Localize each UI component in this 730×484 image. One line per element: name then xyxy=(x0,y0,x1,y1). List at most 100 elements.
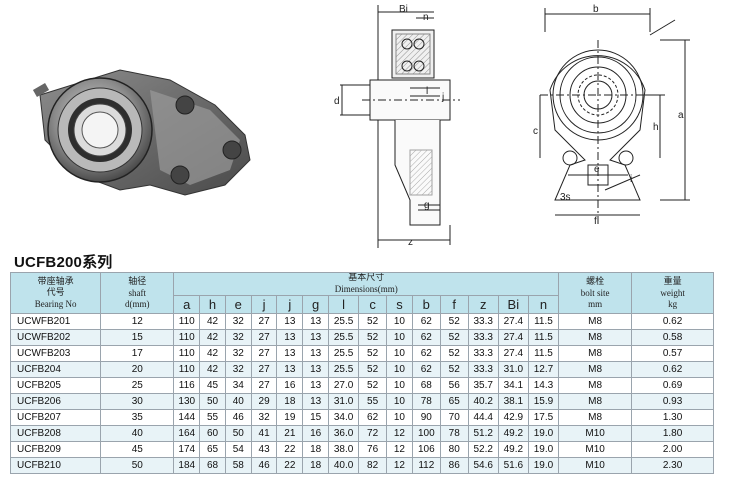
drawing-area: Bi n d l j g z xyxy=(32,4,690,248)
cell-bearing-no: UCFB209 xyxy=(9,441,102,458)
header-dim-col: b xyxy=(411,295,441,314)
cell-dimension: 16 xyxy=(302,425,330,442)
cell-dimension: 51.6 xyxy=(497,457,529,474)
cell-dimension: 51.2 xyxy=(467,425,499,442)
cell-dimension: 12 xyxy=(386,457,413,474)
label-z: z xyxy=(408,237,413,248)
cell-dimension: 45 xyxy=(199,377,226,394)
cell-weight: 0.58 xyxy=(631,329,714,346)
cell-dimension: 22 xyxy=(276,457,304,474)
cell-dimension: 50 xyxy=(199,393,226,410)
cell-dimension: 27 xyxy=(250,377,278,394)
front-view-drawing: b a c h e f 3s i xyxy=(533,4,690,227)
series-title: UCFB200系列 xyxy=(14,254,113,271)
cell-dimension: 65 xyxy=(199,441,226,458)
header-bearing-no: 带座轴承 代号 Bearing No xyxy=(9,272,102,314)
cell-dimension: 65 xyxy=(439,393,469,410)
cell-weight: 1.80 xyxy=(631,425,714,442)
cell-dimension: 31.0 xyxy=(328,393,360,410)
technical-drawing: Bi n d l j g z xyxy=(32,4,690,248)
cell-bearing-no: UCWFB203 xyxy=(9,345,102,362)
header-dim-col: g xyxy=(302,295,330,314)
header-dim-col: Bi xyxy=(497,295,529,314)
cell-dimension: 19.0 xyxy=(527,457,560,474)
cell-dimension: 76 xyxy=(358,441,388,458)
cell-dimension: 52 xyxy=(358,377,388,394)
cell-bearing-no: UCFB208 xyxy=(9,425,102,442)
cell-dimension: 32 xyxy=(224,313,252,330)
header-dim-col: j xyxy=(250,295,278,314)
cell-dimension: 56 xyxy=(439,377,469,394)
header-weight-en2: kg xyxy=(668,298,678,309)
cell-dimension: 27.4 xyxy=(497,313,529,330)
header-dim-col: j xyxy=(276,295,304,314)
header-shaft-cn: 轴径 xyxy=(128,276,147,287)
cell-dimension: 32 xyxy=(224,329,252,346)
cell-bolt: M10 xyxy=(558,441,633,458)
cell-dimension: 13 xyxy=(302,345,330,362)
cell-shaft: 30 xyxy=(100,393,175,410)
cell-dimension: 10 xyxy=(386,409,413,426)
cell-dimension: 13 xyxy=(276,345,304,362)
cell-dimension: 25.5 xyxy=(328,361,360,378)
cell-dimension: 32 xyxy=(224,345,252,362)
cell-bolt: M8 xyxy=(558,377,633,394)
cell-dimension: 52 xyxy=(358,329,388,346)
cell-dimension: 55 xyxy=(358,393,388,410)
cell-dimension: 33.3 xyxy=(467,361,499,378)
cell-dimension: 82 xyxy=(358,457,388,474)
label-3s: 3s xyxy=(560,192,571,203)
cell-shaft: 20 xyxy=(100,361,175,378)
cell-dimension: 13 xyxy=(276,329,304,346)
cell-shaft: 50 xyxy=(100,457,175,474)
cell-dimension: 38.1 xyxy=(497,393,529,410)
cell-dimension: 27.4 xyxy=(497,329,529,346)
cell-dimension: 12 xyxy=(386,425,413,442)
cell-dimension: 50 xyxy=(224,425,252,442)
cell-dimension: 49.2 xyxy=(497,425,529,442)
label-g: g xyxy=(424,200,430,211)
cell-dimension: 68 xyxy=(199,457,226,474)
cell-dimension: 10 xyxy=(386,377,413,394)
header-dimensions: 基本尺寸 Dimensions(mm) xyxy=(173,272,560,296)
cell-bolt: M8 xyxy=(558,361,633,378)
cell-weight: 0.62 xyxy=(631,313,714,330)
cell-dimension: 13 xyxy=(302,329,330,346)
header-bearing-no-cn1: 带座轴承 xyxy=(37,276,74,287)
cell-dimension: 14.3 xyxy=(527,377,560,394)
cell-dimension: 42 xyxy=(199,361,226,378)
header-dim-col: h xyxy=(199,295,226,314)
header-dim-col: a xyxy=(173,295,201,314)
cell-shaft: 12 xyxy=(100,313,175,330)
cell-dimension: 36.0 xyxy=(328,425,360,442)
cell-dimension: 62 xyxy=(358,409,388,426)
cell-dimension: 32 xyxy=(250,409,278,426)
header-bearing-no-cn2: 代号 xyxy=(46,287,65,298)
cell-bolt: M10 xyxy=(558,457,633,474)
header-weight: 重量 weight kg xyxy=(631,272,714,314)
cell-bolt: M8 xyxy=(558,329,633,346)
cell-bolt: M8 xyxy=(558,345,633,362)
cell-bearing-no: UCWFB201 xyxy=(9,313,102,330)
header-weight-cn: 重量 xyxy=(663,276,682,287)
cell-dimension: 27 xyxy=(250,329,278,346)
label-d: d xyxy=(334,96,340,107)
header-shaft-en1: shaft xyxy=(128,287,147,298)
header-bolt-en1: bolt site xyxy=(580,287,610,298)
cell-dimension: 46 xyxy=(224,409,252,426)
label-h: h xyxy=(653,122,659,133)
cell-dimension: 110 xyxy=(173,345,201,362)
cell-dimension: 43 xyxy=(250,441,278,458)
cell-dimension: 18 xyxy=(276,393,304,410)
cell-dimension: 34.0 xyxy=(328,409,360,426)
cell-dimension: 90 xyxy=(411,409,441,426)
cell-weight: 0.57 xyxy=(631,345,714,362)
cell-bearing-no: UCFB207 xyxy=(9,409,102,426)
cell-dimension: 52 xyxy=(439,345,469,362)
